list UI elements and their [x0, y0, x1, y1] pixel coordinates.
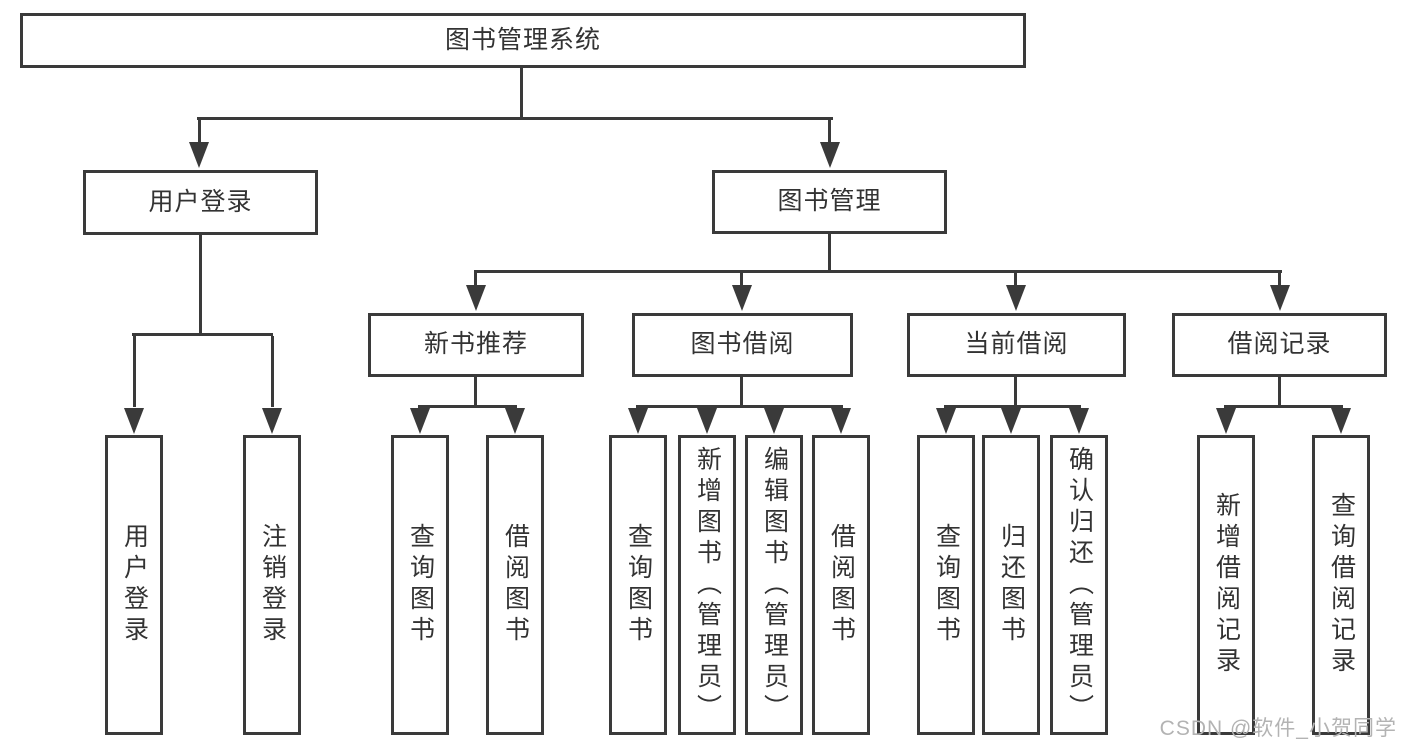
node-library-management-system: 图书管理系统 — [20, 13, 1026, 68]
connector-line — [132, 333, 273, 336]
node-label: 新书推荐 — [423, 330, 528, 359]
arrowhead-icon — [262, 408, 282, 434]
node-label: 图书借阅 — [690, 330, 795, 359]
node-leaf-query-books-2: 查询图书 — [609, 435, 667, 735]
node-label: 借阅图书 — [827, 523, 856, 647]
connector-line — [1014, 377, 1017, 408]
csdn-watermark: CSDN @软件_小贺同学 — [1159, 717, 1397, 740]
node-user-login: 用户登录 — [83, 170, 318, 235]
node-leaf-return-books: 归还图书 — [982, 435, 1040, 735]
connector-line — [474, 273, 477, 285]
node-label: 查询图书 — [932, 523, 961, 647]
connector-line — [1278, 273, 1281, 285]
connector-line — [944, 405, 1081, 408]
node-label: 当前借阅 — [964, 330, 1069, 359]
node-borrowing-records: 借阅记录 — [1172, 313, 1387, 377]
node-leaf-logout: 注销登录 — [243, 435, 301, 735]
arrowhead-icon — [732, 285, 752, 311]
arrowhead-icon — [1331, 408, 1351, 434]
node-leaf-query-borrow-record: 查询借阅记录 — [1312, 435, 1370, 735]
arrowhead-icon — [466, 285, 486, 311]
connector-line — [198, 120, 201, 142]
arrowhead-icon — [628, 408, 648, 434]
connector-line — [636, 405, 843, 408]
node-leaf-user-login: 用户登录 — [105, 435, 163, 735]
node-current-borrowing: 当前借阅 — [907, 313, 1126, 377]
arrowhead-icon — [1216, 408, 1236, 434]
arrowhead-icon — [1069, 408, 1089, 434]
node-leaf-edit-books-admin: 编辑图书（管理员） — [745, 435, 803, 735]
arrowhead-icon — [936, 408, 956, 434]
node-label: 查询图书 — [406, 523, 435, 647]
connector-line — [199, 235, 202, 336]
arrowhead-icon — [764, 408, 784, 434]
connector-line — [520, 68, 523, 120]
connector-line — [474, 270, 1282, 273]
node-label: 用户登录 — [120, 523, 149, 647]
arrowhead-icon — [124, 408, 144, 434]
arrowhead-icon — [505, 408, 525, 434]
arrowhead-icon — [1006, 285, 1026, 311]
node-label: 借阅图书 — [501, 523, 530, 647]
node-leaf-confirm-return-admin: 确认归还（管理员） — [1050, 435, 1108, 735]
node-label: 注销登录 — [258, 523, 287, 647]
node-label: 新增借阅记录 — [1212, 492, 1241, 678]
connector-line — [1224, 405, 1343, 408]
node-label: 编辑图书（管理员） — [760, 445, 789, 725]
node-leaf-add-borrow-record: 新增借阅记录 — [1197, 435, 1255, 735]
connector-line — [474, 377, 477, 408]
arrowhead-icon — [820, 142, 840, 168]
node-leaf-query-books-3: 查询图书 — [917, 435, 975, 735]
node-label: 图书管理 — [777, 187, 882, 216]
arrowhead-icon — [189, 142, 209, 168]
connector-line — [271, 336, 274, 407]
node-label: 图书管理系统 — [444, 25, 601, 54]
node-new-book-recommend: 新书推荐 — [368, 313, 584, 377]
connector-line — [418, 405, 517, 408]
connector-line — [133, 336, 136, 407]
node-label: 新增图书（管理员） — [693, 445, 722, 725]
node-label: 查询图书 — [624, 523, 653, 647]
connector-line — [1014, 273, 1017, 285]
node-label: 归还图书 — [997, 523, 1026, 647]
connector-line — [197, 117, 833, 120]
node-label: 用户登录 — [148, 187, 253, 216]
connector-line — [828, 120, 831, 142]
node-book-management: 图书管理 — [712, 170, 947, 234]
connector-line — [740, 377, 743, 408]
arrowhead-icon — [1001, 408, 1021, 434]
arrowhead-icon — [697, 408, 717, 434]
arrowhead-icon — [1270, 285, 1290, 311]
connector-line — [1278, 377, 1281, 408]
node-label: 查询借阅记录 — [1327, 492, 1356, 678]
node-leaf-add-books-admin: 新增图书（管理员） — [678, 435, 736, 735]
node-leaf-borrow-books-1: 借阅图书 — [486, 435, 544, 735]
node-label: 确认归还（管理员） — [1065, 445, 1094, 725]
node-leaf-query-books-1: 查询图书 — [391, 435, 449, 735]
node-label: 借阅记录 — [1227, 330, 1332, 359]
node-leaf-borrow-books-2: 借阅图书 — [812, 435, 870, 735]
node-book-borrowing: 图书借阅 — [632, 313, 853, 377]
connector-line — [740, 273, 743, 285]
arrowhead-icon — [831, 408, 851, 434]
connector-line — [828, 234, 831, 273]
arrowhead-icon — [410, 408, 430, 434]
